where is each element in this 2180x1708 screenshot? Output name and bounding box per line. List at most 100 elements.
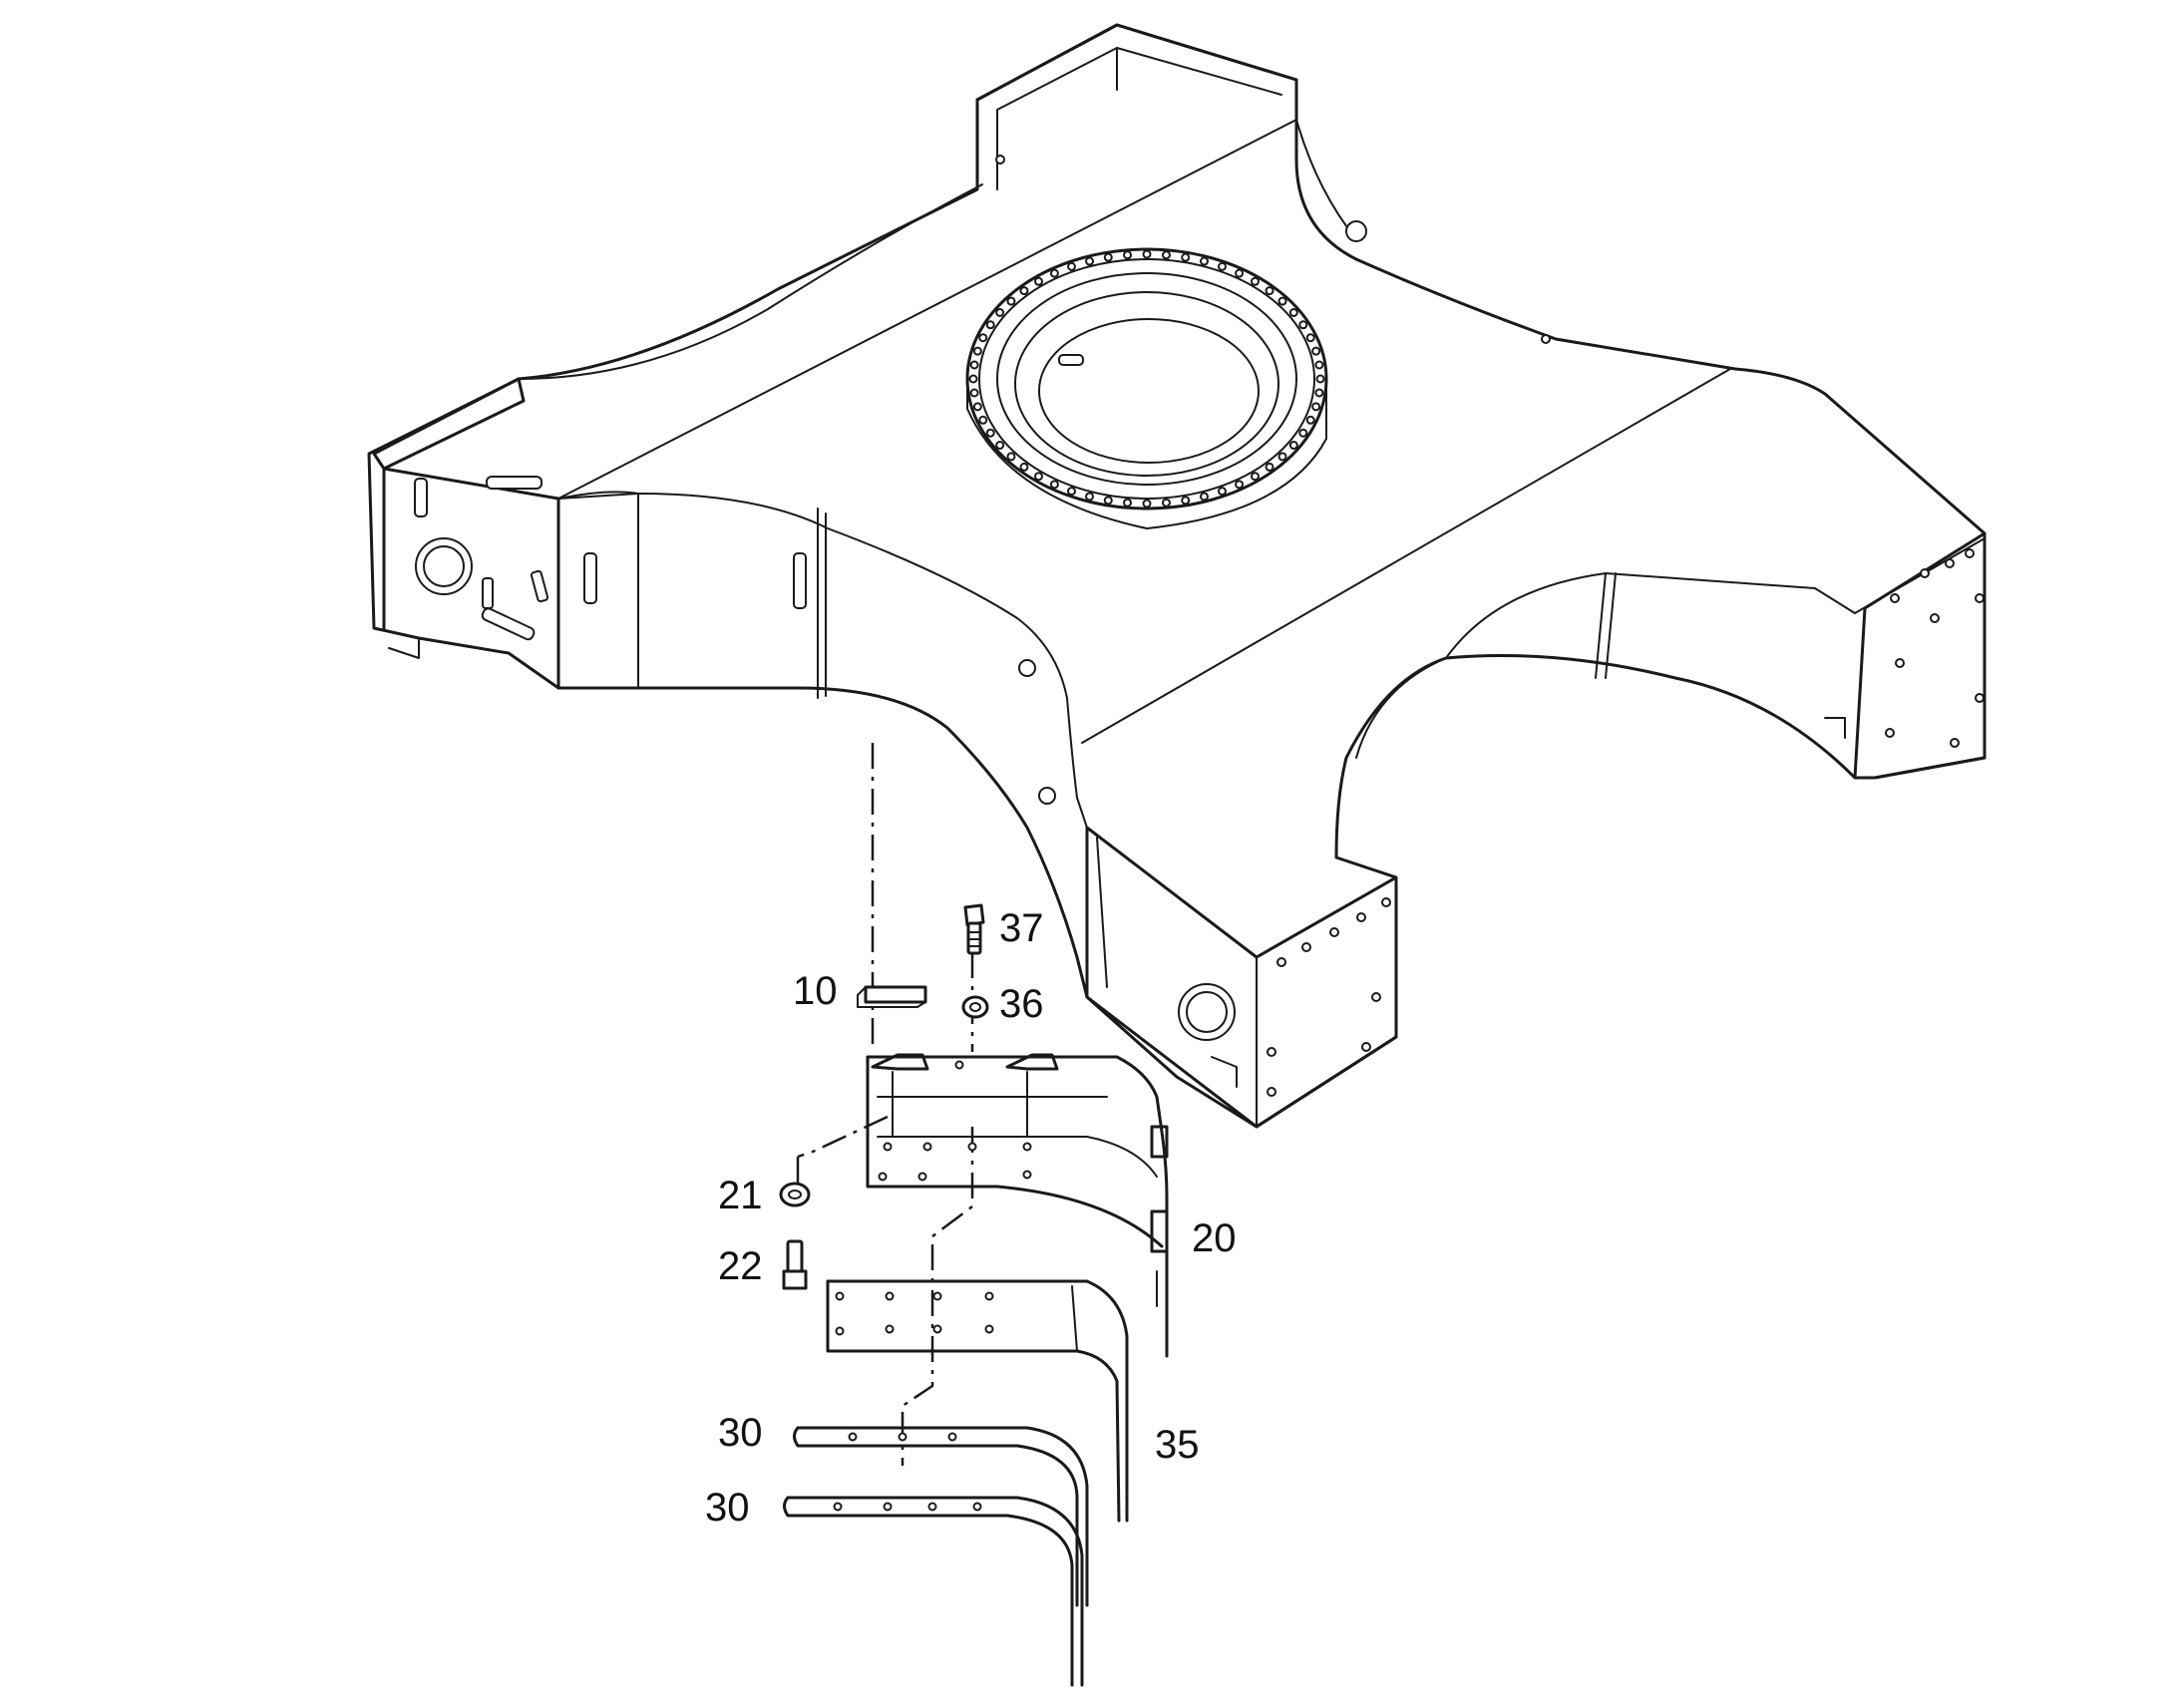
bolt-hole bbox=[878, 1172, 888, 1182]
callout-21: 21 bbox=[718, 1174, 763, 1217]
bolt-hole bbox=[1235, 268, 1245, 278]
bolt-hole bbox=[984, 1291, 994, 1301]
bracket-holes bbox=[878, 1060, 1032, 1182]
bolt-hole bbox=[1022, 1142, 1032, 1152]
main-frame bbox=[367, 23, 1987, 1129]
bolt-hole bbox=[883, 1142, 893, 1152]
part-20-bracket bbox=[866, 1053, 1169, 1358]
bolt-hole bbox=[1301, 942, 1311, 952]
bolt-hole bbox=[1305, 333, 1315, 343]
bolt-hole bbox=[995, 307, 1005, 317]
bolt-hole bbox=[1181, 252, 1191, 262]
bolt-hole bbox=[1975, 593, 1985, 603]
bolt-hole bbox=[1181, 496, 1191, 506]
bolt-hole bbox=[1950, 738, 1960, 748]
bolt-hole bbox=[1019, 286, 1029, 296]
bolt-hole bbox=[1034, 472, 1044, 482]
part-37-bolt bbox=[963, 903, 985, 955]
bolt-hole bbox=[985, 320, 995, 330]
bolt-hole bbox=[833, 1502, 843, 1512]
bolt-hole bbox=[1361, 1042, 1371, 1052]
bolt-hole bbox=[1890, 593, 1900, 603]
callout-22: 22 bbox=[718, 1244, 763, 1288]
callouts: 37 36 10 21 22 20 35 30 30 bbox=[705, 906, 1237, 1530]
bolt-hole bbox=[967, 1142, 977, 1152]
yaw-bearing-ring bbox=[965, 247, 1328, 529]
bolt-hole bbox=[969, 360, 979, 370]
bolt-hole bbox=[1885, 728, 1895, 738]
bolt-hole bbox=[1103, 496, 1113, 506]
bolt-hole bbox=[1314, 388, 1324, 398]
bolt-hole bbox=[1235, 480, 1245, 490]
bolt-hole bbox=[1085, 256, 1095, 266]
bolt-hole bbox=[932, 1291, 942, 1301]
bolt-hole bbox=[1199, 256, 1209, 266]
bolt-hole bbox=[1123, 498, 1133, 508]
bolt-hole bbox=[1315, 374, 1325, 384]
part-10-plate bbox=[857, 985, 927, 1008]
bolt-hole bbox=[1161, 250, 1171, 260]
bolt-hole bbox=[972, 402, 982, 412]
bolt-hole bbox=[917, 1172, 927, 1182]
bolt-hole bbox=[947, 1432, 957, 1442]
bolt-hole bbox=[835, 1326, 845, 1336]
bolt-hole bbox=[1371, 992, 1381, 1002]
part-36-washer bbox=[961, 995, 989, 1019]
bolt-hole bbox=[1267, 1047, 1276, 1057]
bolt-hole bbox=[1930, 613, 1940, 623]
bolt-hole bbox=[968, 374, 978, 384]
bolt-hole bbox=[1142, 249, 1152, 259]
bolt-hole bbox=[1277, 296, 1287, 306]
bolt-hole bbox=[1329, 927, 1339, 937]
bolt-hole bbox=[932, 1324, 942, 1334]
bolt-hole bbox=[1311, 346, 1321, 356]
bolt-hole bbox=[978, 333, 988, 343]
bolt-hole bbox=[1288, 441, 1298, 451]
bolt-hole bbox=[984, 1324, 994, 1334]
callout-35: 35 bbox=[1155, 1423, 1200, 1467]
callout-20: 20 bbox=[1192, 1216, 1237, 1260]
bolt-hole bbox=[1006, 452, 1016, 462]
bolt-hole bbox=[972, 346, 982, 356]
bolt-hole bbox=[1067, 487, 1077, 497]
bolt-hole bbox=[1276, 957, 1286, 967]
bolt-hole bbox=[969, 388, 979, 398]
bolt-hole bbox=[1217, 261, 1227, 271]
right-face-holes bbox=[1885, 548, 1985, 748]
callout-30-lower: 30 bbox=[705, 1486, 750, 1530]
part-35-plate bbox=[826, 1279, 1129, 1523]
bolt-hole bbox=[1049, 480, 1059, 490]
bolt-hole bbox=[1006, 296, 1016, 306]
bolt-hole bbox=[1022, 1170, 1032, 1180]
bolt-hole bbox=[1019, 462, 1029, 472]
strap-upper-holes bbox=[848, 1432, 957, 1442]
bolt-hole bbox=[1298, 428, 1308, 438]
bolt-hole bbox=[1103, 252, 1113, 262]
bolt-hole bbox=[1199, 492, 1209, 502]
bolt-hole bbox=[1123, 250, 1133, 260]
bolt-hole bbox=[883, 1502, 893, 1512]
bolt-hole bbox=[927, 1502, 937, 1512]
bolt-hole bbox=[954, 1060, 964, 1070]
bolt-hole bbox=[1161, 498, 1171, 508]
bolt-hole bbox=[1142, 499, 1152, 509]
assembly-lines bbox=[796, 743, 974, 1466]
bolt-hole bbox=[1288, 307, 1298, 317]
bolt-hole bbox=[1250, 472, 1260, 482]
bolt-hole bbox=[1311, 402, 1321, 412]
part-30-strap-upper bbox=[793, 1426, 1089, 1607]
bolt-hole bbox=[1277, 452, 1287, 462]
part-21-washer bbox=[779, 1182, 811, 1207]
front-face-holes bbox=[1267, 897, 1391, 1097]
bolt-hole bbox=[1381, 897, 1391, 907]
bolt-hole bbox=[1217, 487, 1227, 497]
bolt-hole bbox=[1965, 548, 1975, 558]
bolt-hole bbox=[1356, 912, 1366, 922]
bolt-hole bbox=[972, 1502, 982, 1512]
part-30-strap-lower bbox=[783, 1496, 1084, 1687]
bolt-hole bbox=[978, 415, 988, 425]
bolt-hole bbox=[1305, 415, 1315, 425]
bolt-hole bbox=[1298, 320, 1308, 330]
bolt-hole bbox=[835, 1291, 845, 1301]
